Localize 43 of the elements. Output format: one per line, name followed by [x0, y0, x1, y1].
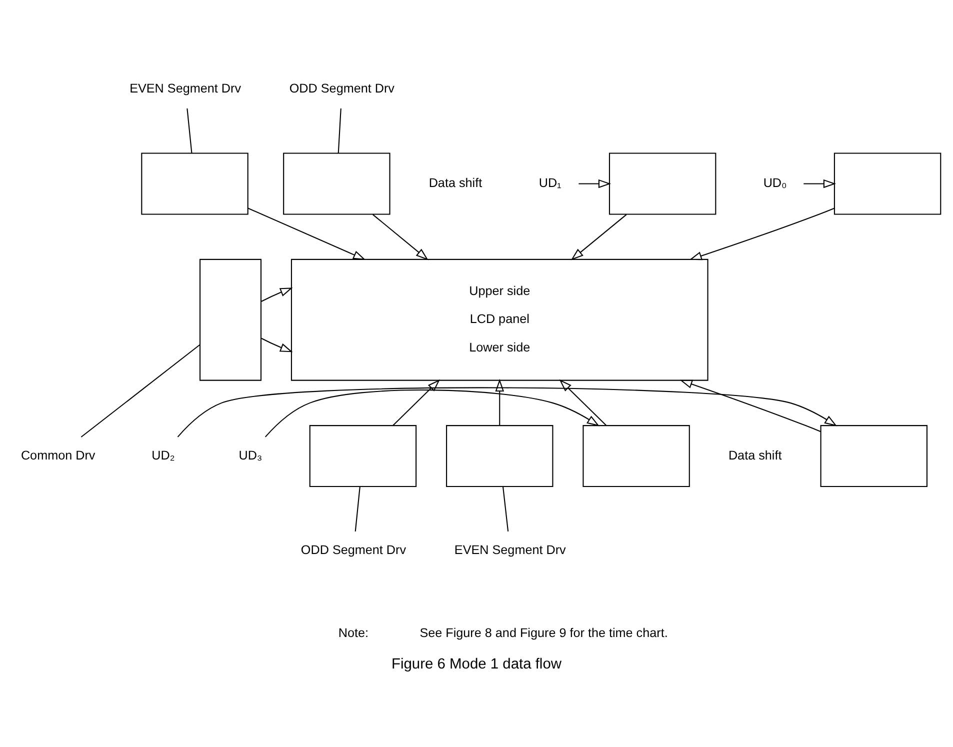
- label: Note:: [338, 626, 369, 640]
- node-text: Common Drv: [20, 448, 96, 462]
- connector: [338, 108, 342, 154]
- arrow: [578, 179, 612, 188]
- connector: [502, 486, 509, 532]
- arrow: [495, 378, 504, 426]
- node-text: EVEN Segment Drv: [454, 542, 566, 557]
- node-box: [199, 258, 262, 381]
- label: Data shift: [728, 448, 782, 462]
- arrow: [177, 387, 838, 438]
- node-text: UD₂: [152, 448, 175, 462]
- arrow: [559, 379, 606, 426]
- label: See Figure 8 and Figure 9 for the time chart.: [420, 626, 668, 640]
- node-box: [608, 152, 716, 215]
- arrow: [804, 179, 836, 188]
- node-text: ODD Segment Drv: [300, 542, 406, 557]
- arrow: [372, 214, 428, 260]
- node-box: Upper side LCD panel Lower side: [290, 258, 708, 381]
- node-box: [582, 425, 690, 488]
- node-box: [309, 425, 417, 488]
- node-box: [283, 152, 390, 215]
- node-box: [834, 152, 942, 215]
- connector: [354, 486, 360, 532]
- node-box: [446, 425, 554, 488]
- arrow: [392, 379, 440, 426]
- node-text: UD₁: [538, 176, 562, 190]
- node-box: [820, 425, 928, 488]
- arrow: [248, 208, 366, 260]
- arrow: [261, 338, 293, 352]
- connector: [186, 108, 192, 154]
- node-box: [141, 152, 248, 215]
- label: Data shift: [428, 176, 482, 190]
- arrow: [689, 208, 835, 260]
- node-text: UD₃: [238, 448, 262, 462]
- node-text: EVEN Segment Drv: [130, 81, 242, 96]
- caption: Figure 6 Mode 1 data flow: [392, 656, 562, 673]
- node-text: UD₀: [763, 176, 787, 190]
- arrow: [680, 380, 821, 432]
- arrow: [570, 214, 627, 260]
- node-text: ODD Segment Drv: [289, 81, 394, 96]
- connector: [80, 344, 200, 438]
- arrow: [261, 288, 293, 302]
- arrow: [264, 390, 600, 438]
